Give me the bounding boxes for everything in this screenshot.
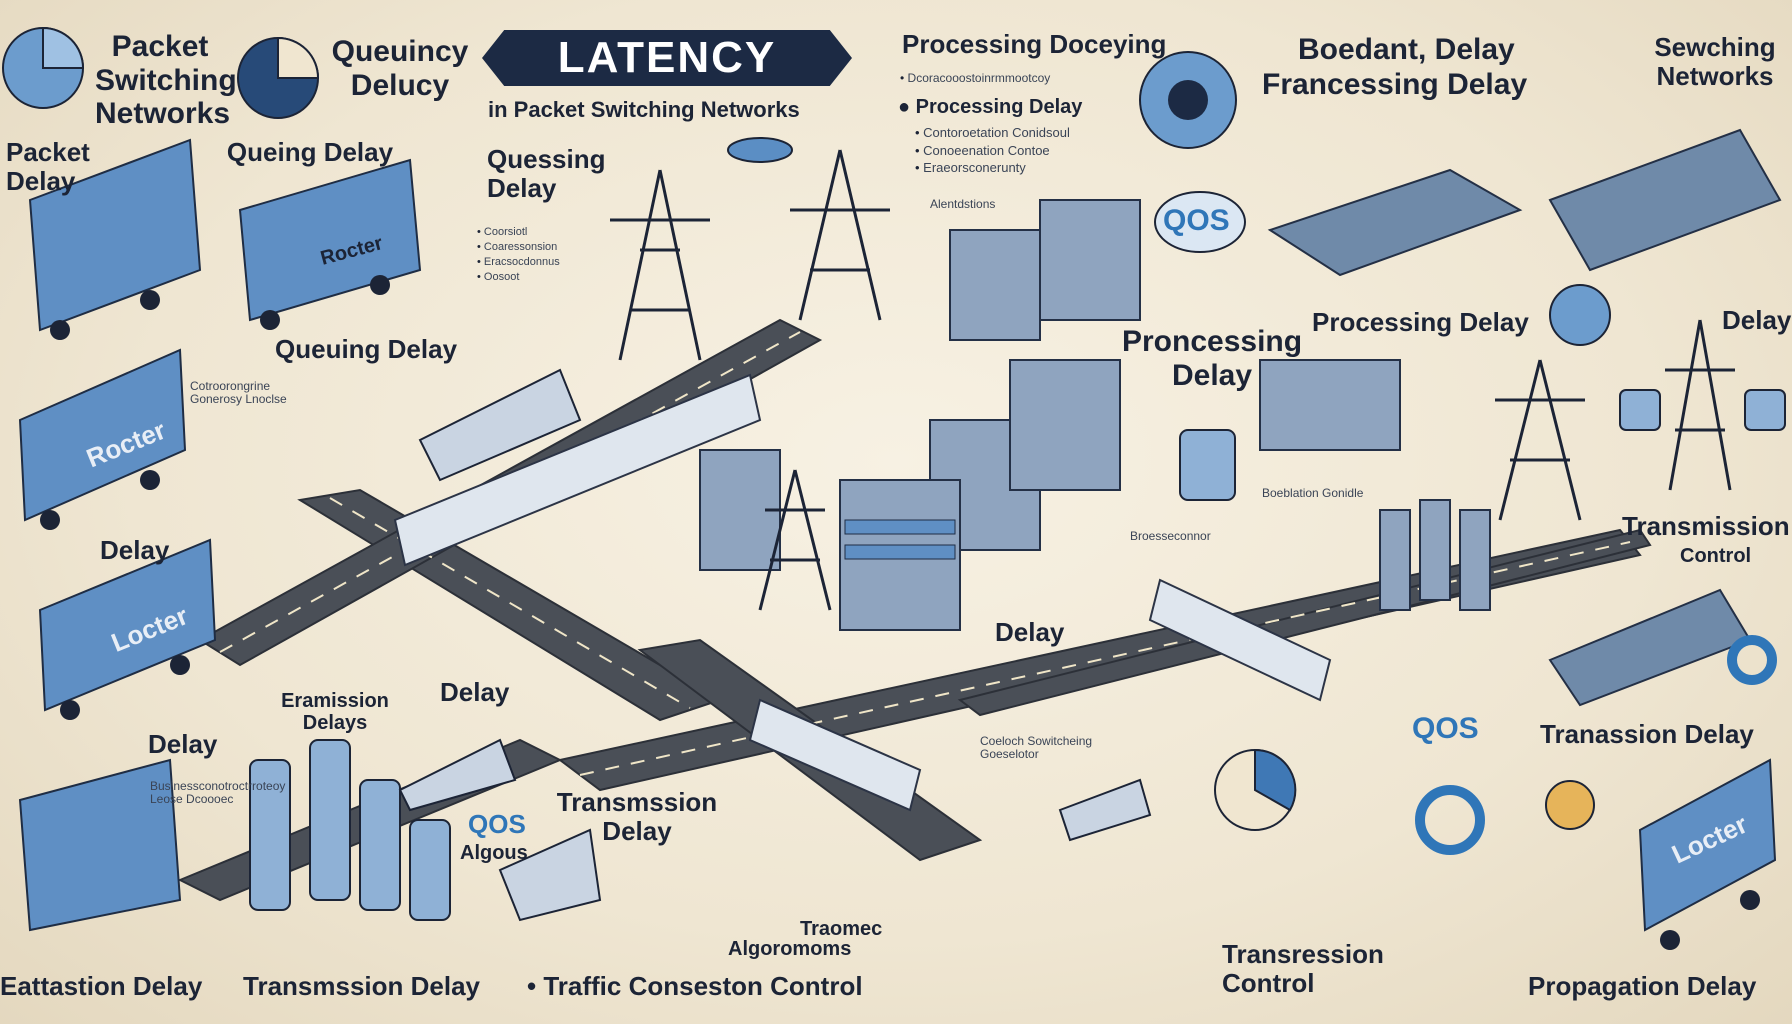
cars <box>398 368 1152 922</box>
label-processing-delay-right: Processing Delay <box>1312 307 1529 337</box>
label-transmission-right: Transmission <box>1622 511 1790 541</box>
sun-icon <box>1545 780 1595 830</box>
label-processing-delay-item: ● Processing Delay <box>898 96 1083 118</box>
label-tranassion-delay: Tranassion Delay <box>1540 719 1754 749</box>
qos-badge: QOS <box>1163 204 1230 237</box>
label-eramission-delays: Eramission Delays <box>281 690 389 735</box>
trucks <box>18 138 1777 932</box>
small-text-sowtchiting: Coeloch Sowitcheing Goeselotor <box>980 734 1093 762</box>
label-transmssion-delay-mid: Transmssion Delay <box>556 787 718 847</box>
label-quessing-delay: Quessing Delay <box>487 144 606 204</box>
label-algoromoms: Algoromoms <box>728 938 852 960</box>
quessing-bullets: CoorsiotlCoaressonsionEracsocdonnusOosoo… <box>477 225 560 284</box>
label-queuing-delay: Queuing Delay <box>275 334 458 364</box>
label-eattastion-delay: Eattastion Delay <box>0 971 203 1001</box>
label-delay-mid: Delay <box>440 677 510 707</box>
label-boedant-delay: Boedant, Delay <box>1298 33 1515 66</box>
page-subtitle: in Packet Switching Networks <box>488 97 800 122</box>
small-text-business: Businessconotroctrroteoy Leose Dcoooec <box>150 779 286 807</box>
label-packet-switching-networks: Packet Switching Networks <box>95 30 237 131</box>
label-traffic-conseston-control: • Traffic Conseston Control <box>527 971 863 1001</box>
label-transression-control: Transression Control <box>1222 939 1384 999</box>
small-text-broesseconnor: Broesseconnor <box>1130 529 1211 543</box>
label-queuincy-delucy: Queuincy Delucy <box>331 35 469 102</box>
transmission-towers <box>610 149 1735 611</box>
label-traomec: Traomec <box>800 918 883 940</box>
data-center-buildings <box>699 199 1491 631</box>
title-banner: LATENCY <box>482 30 852 86</box>
processing-bullets-2: Contoroetation ConidsoulConoeenation Con… <box>915 124 1070 177</box>
gear-icon <box>1415 635 1777 855</box>
page-title: LATENCY <box>557 33 777 82</box>
qos-right: QOS <box>1412 712 1479 745</box>
label-sewching-networks: Sewching Networks <box>1654 32 1776 92</box>
train <box>393 373 1332 812</box>
label-processing-doceying: Processing Doceying <box>902 29 1167 59</box>
label-queing-delay: Queing Delay <box>226 137 394 167</box>
small-text-cotrooreting: Cotroorongrine Gonerosy Lnoclse <box>190 379 287 407</box>
storage-cylinders <box>249 389 1786 921</box>
qos-algous-title: QOS <box>468 809 526 839</box>
label-delay-left2: Delay <box>148 729 218 759</box>
label-transactions-delay: Delay <box>995 617 1065 647</box>
label-delay-left1: Delay <box>100 535 170 565</box>
label-algous: Algous <box>460 842 528 864</box>
processing-bullets-1: Dcoracooostoinrmmootcoy <box>900 70 1051 86</box>
label-packet-delay: Packet Delay <box>6 137 90 197</box>
label-transmssion-delay-bottom: Transmssion Delay <box>243 971 480 1001</box>
label-control-right: Control <box>1680 545 1752 567</box>
label-propagation-delay: Propagation Delay <box>1528 971 1757 1001</box>
label-francessing-delay: Francessing Delay <box>1262 68 1528 101</box>
small-text-boeblation: Boeblation Gonidle <box>1262 486 1364 500</box>
pie-chart-icon <box>2 26 1611 831</box>
small-text-alentdstions: Alentdstions <box>930 197 996 211</box>
label-delay-right: Delay <box>1722 305 1792 335</box>
label-proncessing-delay: Proncessing Delay <box>1122 325 1303 392</box>
